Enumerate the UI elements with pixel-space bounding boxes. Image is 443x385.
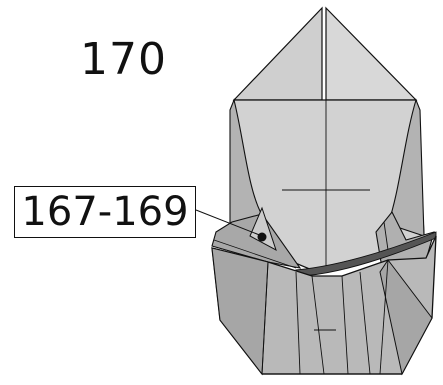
- step-number: 170: [80, 38, 167, 82]
- reference-point: [258, 233, 267, 242]
- reference-box: 167-169: [14, 186, 196, 238]
- top-point: [234, 8, 416, 100]
